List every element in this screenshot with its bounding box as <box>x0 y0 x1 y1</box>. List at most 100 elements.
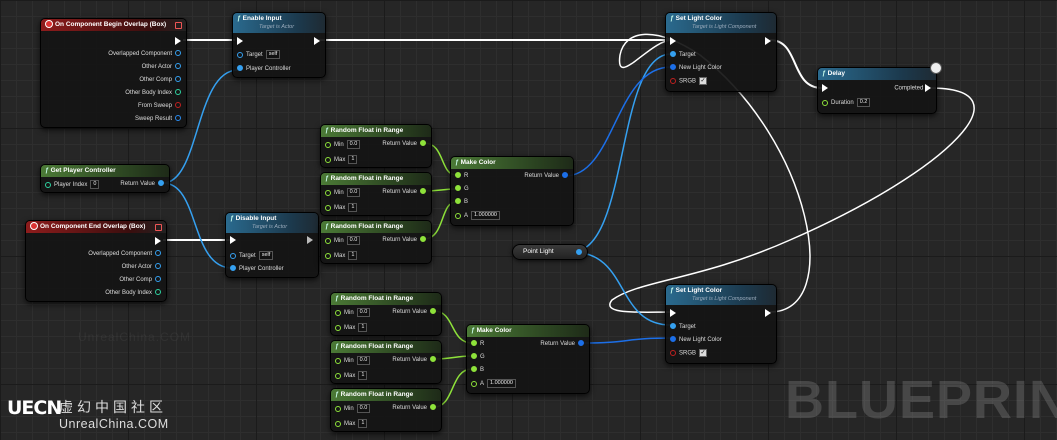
player-controller-pin[interactable]: Player Controller <box>230 265 284 273</box>
delegate-pin-icon[interactable] <box>155 224 162 231</box>
pin-other-comp[interactable]: Other Comp <box>139 76 181 84</box>
new-light-color-pin[interactable]: New Light Color <box>670 64 722 72</box>
exec-out-pin[interactable] <box>765 309 771 317</box>
g-pin[interactable]: G <box>455 185 469 193</box>
min-value-field[interactable]: 0.0 <box>356 404 371 413</box>
delegate-pin-icon[interactable] <box>175 22 182 29</box>
pin-other-body-index[interactable]: Other Body Index <box>125 89 181 97</box>
exec-out-pin[interactable] <box>307 236 313 244</box>
pin-overlapped-component[interactable]: Overlapped Component <box>88 250 161 258</box>
exec-in-pin[interactable] <box>822 84 828 92</box>
return-value-pin[interactable]: Return Value <box>382 140 426 148</box>
return-value-pin[interactable]: Return Value <box>382 188 426 196</box>
exec-out-pin[interactable] <box>175 37 181 45</box>
return-value-pin[interactable]: Return Value <box>524 172 568 180</box>
return-value-pin[interactable]: Return Value <box>392 308 436 316</box>
completed-pin[interactable]: Completed <box>894 84 931 92</box>
g-pin[interactable]: G <box>471 353 485 361</box>
r-pin[interactable]: R <box>455 172 468 180</box>
exec-in-pin[interactable] <box>230 236 236 244</box>
min-value-field[interactable]: 0.0 <box>356 308 371 317</box>
exec-in-pin[interactable] <box>237 37 243 45</box>
min-value-field[interactable]: 0.0 <box>356 356 371 365</box>
srgb-pin[interactable]: SRGB✓ <box>670 349 708 357</box>
target-value-field[interactable]: self <box>258 251 274 260</box>
exec-out-pin[interactable] <box>765 37 771 45</box>
srgb-checkbox[interactable]: ✓ <box>699 77 708 85</box>
srgb-checkbox[interactable]: ✓ <box>699 349 708 357</box>
pin-sweep-result[interactable]: Sweep Result <box>135 115 181 123</box>
return-value-pin[interactable]: Return Value <box>120 180 164 188</box>
min-value-field[interactable]: 0.0 <box>346 236 361 245</box>
max-value-field[interactable]: 1 <box>358 371 368 380</box>
end-overlap-event-node[interactable]: On Component End Overlap (Box) Overlappe… <box>25 220 167 302</box>
max-value-field[interactable]: 1 <box>358 419 368 428</box>
b-pin[interactable]: B <box>471 366 484 374</box>
exec-out-pin[interactable] <box>314 37 320 45</box>
b-pin[interactable]: B <box>455 198 468 206</box>
pin-other-actor[interactable]: Other Actor <box>122 263 161 271</box>
return-value-pin[interactable]: Return Value <box>392 356 436 364</box>
max-value-field[interactable]: 1 <box>358 323 368 332</box>
exec-in-pin[interactable] <box>670 309 676 317</box>
player-index-field[interactable]: 0 <box>90 180 100 189</box>
min-value-field[interactable]: 0.0 <box>346 140 361 149</box>
pin-from-sweep[interactable]: From Sweep <box>138 102 181 110</box>
point-light-variable-node[interactable]: Point Light <box>512 244 588 260</box>
return-value-pin[interactable]: Return Value <box>392 404 436 412</box>
return-value-pin[interactable]: Return Value <box>540 340 584 348</box>
min-value-field[interactable]: 0.0 <box>346 188 361 197</box>
alpha-value-field[interactable]: 1.000000 <box>487 379 516 388</box>
r-pin[interactable]: R <box>471 340 484 348</box>
max-value-field[interactable]: 1 <box>348 251 358 260</box>
exec-out-pin[interactable] <box>155 237 161 245</box>
pin-other-body-index[interactable]: Other Body Index <box>105 289 161 297</box>
alpha-value-field[interactable]: 1.000000 <box>471 211 500 220</box>
max-value-field[interactable]: 1 <box>348 155 358 164</box>
new-light-color-pin[interactable]: New Light Color <box>670 336 722 344</box>
begin-overlap-event-node[interactable]: On Component Begin Overlap (Box) Overlap… <box>40 18 187 128</box>
pin-other-comp[interactable]: Other Comp <box>119 276 161 284</box>
pin-other-actor[interactable]: Other Actor <box>142 63 181 71</box>
duration-value-field[interactable]: 0.2 <box>856 98 871 107</box>
srgb-pin[interactable]: SRGB✓ <box>670 77 708 85</box>
player-controller-pin[interactable]: Player Controller <box>237 65 291 73</box>
target-value-field[interactable]: self <box>265 50 281 59</box>
target-pin[interactable]: Target <box>670 323 696 331</box>
max-value-field[interactable]: 1 <box>348 203 358 212</box>
exec-in-pin[interactable] <box>670 37 676 45</box>
object-pin-icon[interactable] <box>576 249 582 255</box>
